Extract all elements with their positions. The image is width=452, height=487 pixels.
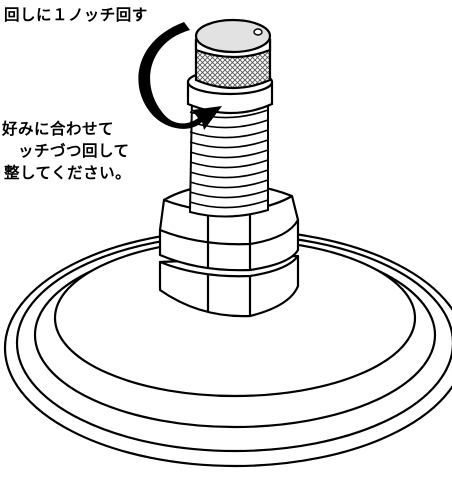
knob-indicator-dot — [253, 28, 263, 36]
rotation-arrow-icon — [138, 22, 222, 130]
knob-cap — [194, 18, 272, 54]
adjustment-knob — [194, 18, 272, 90]
lower-hex-nut — [158, 254, 300, 318]
adjustment-note-line-1: 好みに合わせて — [2, 120, 115, 138]
adjustment-note: 好みに合わせて ッチづつ回して 整してください。 — [0, 118, 131, 184]
adjustment-note-line-3: 整してください。 — [4, 164, 132, 182]
adjustment-note-line-2: ッチづつ回して — [18, 142, 130, 160]
rotation-instruction-label: 回しに１ノッチ回す — [4, 6, 148, 24]
threaded-shaft — [188, 99, 269, 218]
base-disc — [3, 228, 452, 468]
